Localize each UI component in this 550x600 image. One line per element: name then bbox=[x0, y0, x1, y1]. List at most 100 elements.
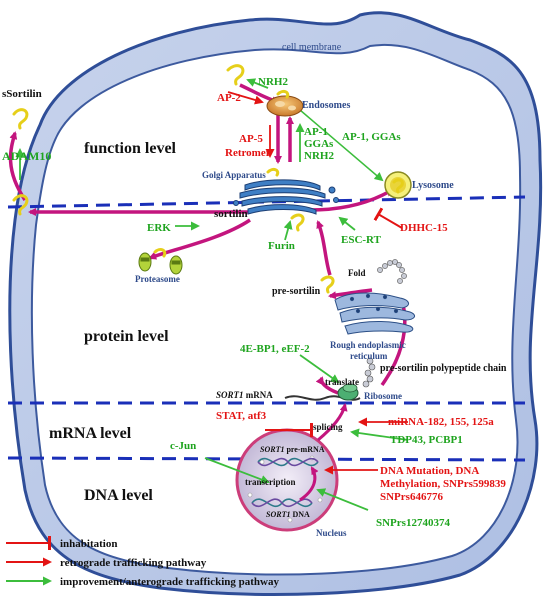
arrow-endosomes-to-lysosome bbox=[299, 109, 384, 182]
label-esc-rt: ESC-RT bbox=[341, 234, 382, 246]
label-rough-er-1: Rough endoplasmic bbox=[330, 340, 406, 350]
legend-item-anterograde: improvement/anterograde trafficking path… bbox=[6, 576, 279, 588]
label-protein-level: protein level bbox=[84, 328, 169, 345]
sort1-pre-word: pre-mRNA bbox=[284, 445, 324, 454]
label-furin: Furin bbox=[268, 240, 295, 252]
sort1-mrna-word: mRNA bbox=[244, 390, 274, 400]
label-sort1-mrna: SORT1 mRNA bbox=[216, 390, 273, 400]
legend-anterograde-label: improvement/anterograde trafficking path… bbox=[60, 576, 279, 588]
sortilin-proteasome bbox=[153, 247, 167, 258]
label-dna-mutation-3: SNPrs646776 bbox=[380, 491, 443, 503]
sort1-pre-gene: SORT1 bbox=[260, 445, 284, 454]
sort1-dna-gene: SORT1 bbox=[266, 510, 290, 519]
trafficking-arrows bbox=[8, 83, 408, 395]
label-ap1: AP-1 bbox=[304, 126, 328, 138]
label-endosomes: Endosomes bbox=[302, 100, 350, 111]
labels: sSortilin ADAM10 function level protein … bbox=[2, 76, 507, 538]
label-function-level: function level bbox=[84, 140, 177, 157]
arrow-snp12740374 bbox=[316, 488, 369, 511]
arrow-sortilin-to-proteasome bbox=[148, 218, 251, 260]
label-snp12740374: SNPrs12740374 bbox=[376, 517, 450, 529]
sortilin-presortilin bbox=[320, 275, 335, 294]
proteasome bbox=[138, 252, 183, 275]
label-tdp43: TDP43, PCBP1 bbox=[390, 434, 463, 446]
level-separators bbox=[7, 195, 526, 462]
legend-item-inhibitation: inhabitation bbox=[6, 536, 117, 550]
label-mirna: miRNA-182, 155, 125a bbox=[388, 416, 494, 428]
pre-mrna-helix bbox=[257, 457, 319, 467]
label-rough-er-2: reticulum bbox=[350, 351, 388, 361]
label-lysosome: Lysosome bbox=[412, 180, 454, 191]
label-splicing: splicing bbox=[313, 422, 343, 432]
arrow-splicing bbox=[317, 403, 348, 442]
label-golgi: Golgi Apparatus bbox=[202, 170, 266, 180]
lysosome bbox=[384, 171, 412, 199]
legend-item-retrograde: retrograde trafficking pathway bbox=[6, 557, 207, 569]
polypeptide-chain bbox=[362, 259, 407, 388]
legend-inhibitation-label: inhabitation bbox=[60, 538, 117, 550]
label-sortilin: sortilin bbox=[214, 208, 248, 220]
arrow-esc-rt bbox=[338, 216, 356, 231]
rough-endoplasmic-reticulum bbox=[334, 292, 416, 335]
arrow-membrane-to-adam10 bbox=[8, 131, 27, 201]
sortilin-membrane-left bbox=[12, 194, 29, 216]
arrow-ap2 bbox=[227, 91, 264, 105]
cell-membrane-label: cell membrane bbox=[282, 42, 342, 53]
label-stat: STAT, atf3 bbox=[216, 410, 267, 422]
ribosome bbox=[337, 383, 359, 401]
label-erk: ERK bbox=[147, 222, 171, 234]
arrow-tdp43 bbox=[350, 428, 409, 441]
label-ssortilin: sSortilin bbox=[2, 88, 42, 100]
label-eif: 4E-BP1, eEF-2 bbox=[240, 343, 310, 355]
label-cjun: c-Jun bbox=[170, 440, 196, 452]
golgi-apparatus bbox=[233, 179, 339, 215]
label-pre-sortilin: pre-sortilin bbox=[272, 286, 321, 297]
arrow-nrh2-top bbox=[246, 78, 269, 89]
sort1-mrna-gene: SORT1 bbox=[216, 390, 244, 400]
sortilin-membrane-top bbox=[226, 64, 245, 86]
label-nucleus: Nucleus bbox=[316, 528, 347, 538]
arrow-presortilin-to-golgi bbox=[316, 220, 332, 276]
endosome bbox=[266, 95, 304, 117]
sortilin-golgi-1 bbox=[266, 167, 280, 177]
label-dna-mutation-1: DNA Mutation, DNA bbox=[380, 465, 479, 477]
arrow-furin bbox=[283, 220, 293, 241]
label-dna-level: DNA level bbox=[84, 487, 153, 504]
label-fold: Fold bbox=[348, 268, 366, 278]
label-sort1-pre-mrna: SORT1 pre-mRNA bbox=[260, 445, 325, 454]
label-sort1-dna: SORT1 DNA bbox=[266, 510, 310, 519]
regulatory-arrows bbox=[15, 78, 409, 511]
arrow-cjun bbox=[204, 457, 270, 484]
inhibit-dhhc15 bbox=[373, 207, 403, 229]
sortilin-lysosome bbox=[392, 178, 404, 194]
label-dna-mutation-2: Methylation, SNPrs599839 bbox=[380, 478, 506, 490]
legend: inhabitation retrograde trafficking path… bbox=[6, 536, 279, 588]
arrow-ribosome-to-er bbox=[380, 298, 408, 387]
label-ap5: AP-5 bbox=[239, 133, 263, 145]
label-proteasome: Proteasome bbox=[135, 274, 180, 284]
label-nrh2-mid: NRH2 bbox=[304, 150, 334, 162]
label-polypeptide: pre-sortilin polypeptide chain bbox=[380, 363, 507, 374]
sortilin-golgi-2 bbox=[290, 213, 305, 232]
label-mrna-level: mRNA level bbox=[49, 425, 132, 442]
label-ribosome: Ribosome bbox=[364, 391, 402, 401]
sortilin-endosome bbox=[276, 89, 290, 99]
label-translate: translate bbox=[325, 377, 359, 387]
label-ggas: GGAs bbox=[304, 138, 334, 150]
label-ap2: AP-2 bbox=[217, 92, 241, 104]
separator-function-protein bbox=[7, 195, 526, 209]
sortilin-ssortilin bbox=[12, 108, 29, 130]
label-adam10: ADAM10 bbox=[2, 149, 51, 163]
arrow-golgi-to-lysosome bbox=[309, 188, 394, 212]
label-dhhc15: DHHC-15 bbox=[400, 222, 448, 234]
legend-retrograde-label: retrograde trafficking pathway bbox=[60, 557, 207, 569]
sortilin-molecules bbox=[12, 64, 404, 294]
label-transcription: transcription bbox=[245, 477, 296, 487]
separator-mrna-dna bbox=[7, 456, 526, 462]
arrow-er-to-presortilin bbox=[328, 288, 373, 300]
arrow-transcription bbox=[299, 466, 319, 502]
dna-helix bbox=[251, 498, 313, 508]
label-retromer: Retromer bbox=[225, 147, 271, 159]
sort1-dna-word: DNA bbox=[290, 510, 310, 519]
